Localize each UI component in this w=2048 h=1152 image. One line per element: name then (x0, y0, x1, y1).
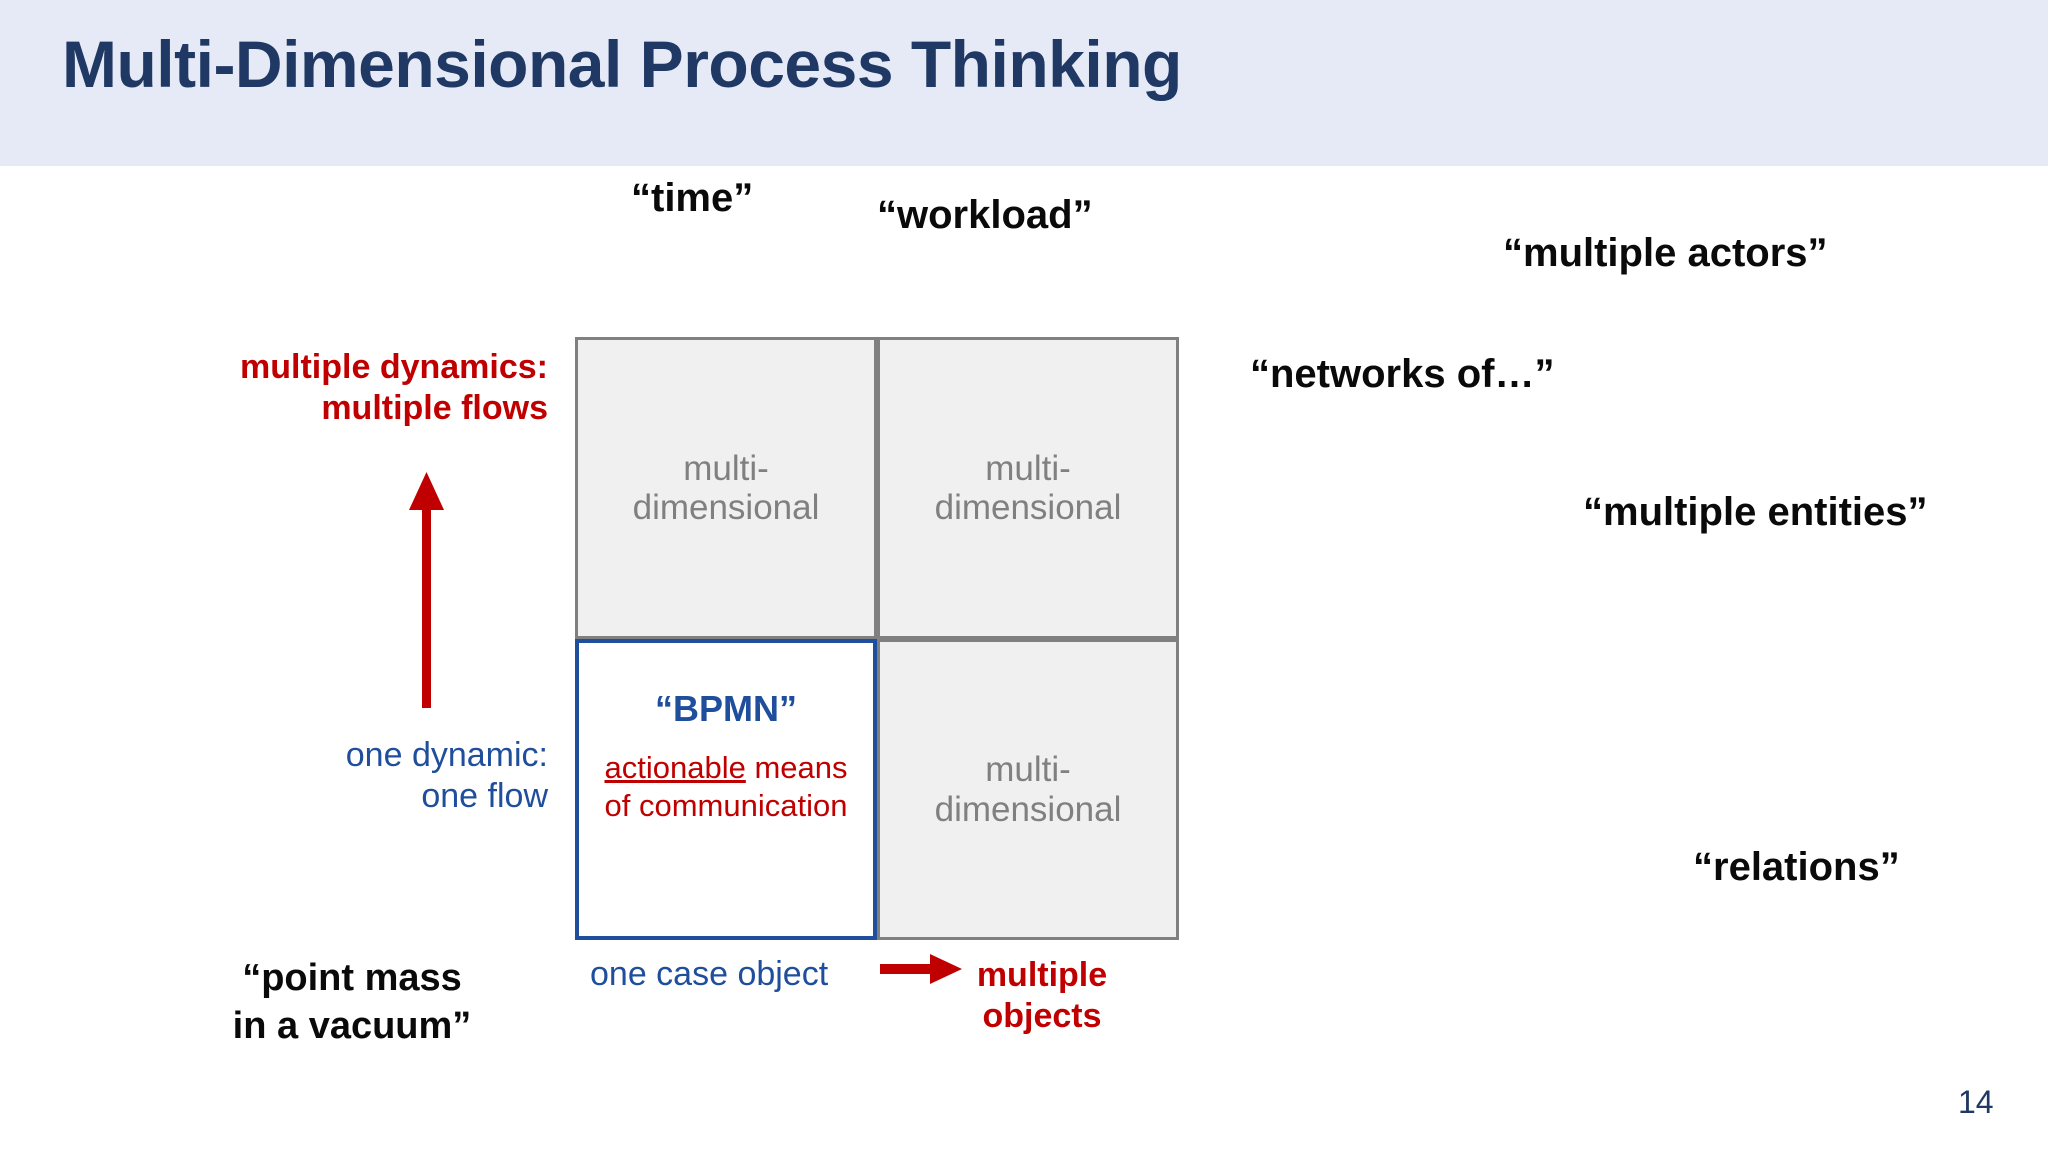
axis-label-multiple-objects-line1: multiple (976, 956, 1108, 994)
bpmn-description: actionable means of communication (604, 749, 847, 825)
matrix-cell-top-right-line1: multi- (985, 448, 1071, 488)
bpmn-description-underlined: actionable (604, 750, 746, 786)
bpmn-description-line2: of communication (604, 788, 848, 824)
matrix-cell-top-right-line2: dimensional (934, 488, 1122, 527)
matrix-cell-bottom-right-line2: dimensional (934, 789, 1122, 829)
matrix-cell-top-left[interactable]: multi- dimensional (575, 337, 877, 639)
matrix-cell-bottom-left-bpmn[interactable]: “BPMN” actionable means of communication (575, 639, 877, 940)
annotation-multiple-actors: “multiple actors” (1503, 231, 1828, 275)
axis-label-multiple-objects-line2: objects (982, 997, 1102, 1036)
annotation-point-mass-line2: in a vacuum” (232, 1004, 472, 1047)
annotation-point-mass: “point mass in a vacuum” (222, 955, 482, 1051)
axis-label-multiple-dynamics: multiple dynamics: multiple flows (208, 347, 548, 429)
axis-label-one-case-object: one case object (590, 955, 829, 993)
axis-label-multiple-dynamics-line2: multiple flows (321, 388, 548, 427)
matrix-cell-bottom-right-line1: multi- (985, 750, 1071, 790)
axis-label-workload: “workload” (877, 193, 1093, 237)
matrix-cell-top-left-line2: dimensional (632, 488, 820, 527)
matrix-cell-bottom-right[interactable]: multi- dimensional (877, 639, 1179, 940)
axis-label-multiple-dynamics-line1: multiple dynamics: (240, 348, 548, 386)
matrix-cell-top-left-line1: multi- (683, 448, 769, 488)
axis-label-multiple-objects: multiple objects (967, 955, 1117, 1038)
quadrant-matrix: multi- dimensional multi- dimensional “B… (575, 337, 1179, 940)
y-axis-arrow-up-icon (409, 472, 444, 708)
axis-label-time: “time” (631, 176, 754, 220)
bpmn-label: “BPMN” (655, 688, 797, 729)
annotation-relations: “relations” (1693, 845, 1900, 889)
annotation-networks-of: “networks of…” (1250, 352, 1555, 396)
page-title: Multi-Dimensional Process Thinking (62, 27, 1182, 101)
bpmn-description-rest: means (745, 750, 848, 786)
matrix-cell-top-right[interactable]: multi- dimensional (877, 337, 1179, 639)
title-banner: Multi-Dimensional Process Thinking (0, 0, 2048, 166)
bpmn-description-line1: actionable means (604, 749, 847, 787)
x-axis-arrow-right-icon (880, 954, 962, 984)
axis-label-one-dynamic-line1: one dynamic: (345, 736, 548, 774)
page-number: 14 (1958, 1084, 1994, 1120)
axis-label-one-dynamic: one dynamic: one flow (250, 735, 548, 818)
annotation-multiple-entities: “multiple entities” (1583, 490, 1928, 534)
annotation-point-mass-line1: “point mass (242, 957, 462, 999)
axis-label-one-dynamic-line2: one flow (421, 777, 548, 816)
